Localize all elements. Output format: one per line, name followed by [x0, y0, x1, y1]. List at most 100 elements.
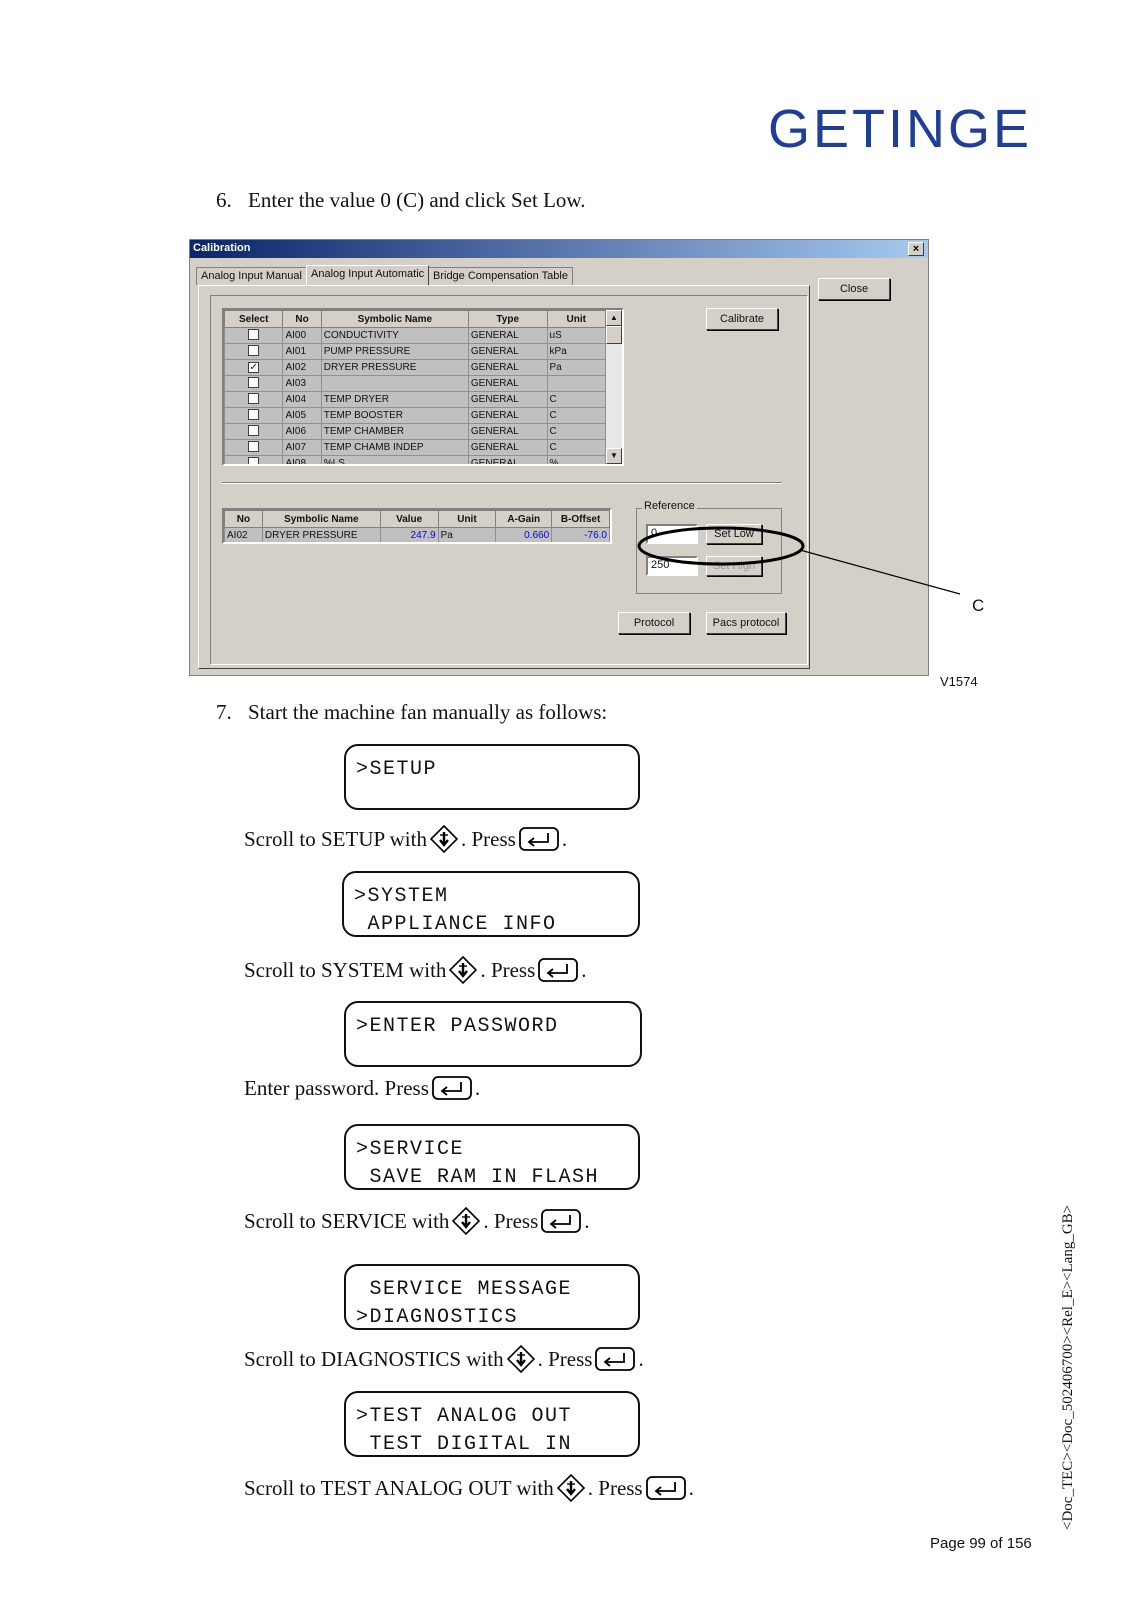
instr-text: . — [584, 1208, 590, 1233]
instr-text: . — [638, 1346, 644, 1371]
enter-key-icon — [541, 1209, 582, 1233]
lcd-line: TEST DIGITAL IN — [356, 1433, 573, 1456]
instr-text: . — [561, 826, 568, 851]
lcd-line: >TEST ANALOG OUT — [356, 1405, 573, 1428]
instr-text: . — [581, 957, 587, 982]
scroll-arrow-icon — [556, 1473, 585, 1503]
table-scrollbar[interactable]: ▲ ▼ — [606, 310, 622, 464]
scroll-thumb[interactable] — [606, 326, 622, 344]
separator — [222, 482, 782, 484]
cell-name: %LS — [320, 455, 469, 464]
step-7: 7. Start the machine fan manually as foll… — [216, 700, 607, 725]
col-symbolic-name[interactable]: Symbolic Name — [320, 310, 469, 328]
tab-bridge-compensation-table[interactable]: Bridge Compensation Table — [428, 267, 573, 285]
instruction-system: Scroll to SYSTEM with . Press . — [244, 955, 587, 985]
enter-key-icon — [538, 958, 579, 982]
cell-unit: % — [546, 455, 607, 464]
cell-name: DRYER PRESSURE — [261, 527, 381, 542]
cell-offset: -76.0 — [551, 527, 610, 542]
select-checkbox[interactable]: ✓ — [248, 362, 260, 373]
callout-overlay — [637, 526, 961, 595]
instr-text: Enter password. Press — [244, 1075, 429, 1100]
col-unit[interactable]: Unit — [546, 310, 607, 328]
lcd-line: >DIAGNOSTICS — [356, 1306, 519, 1329]
step-6-text: Enter the value 0 (C) and click Set Low. — [248, 188, 586, 212]
lcd-line: >ENTER PASSWORD — [356, 1015, 559, 1038]
select-checkbox[interactable] — [248, 376, 260, 388]
instr-text: . Press — [537, 1346, 593, 1371]
tab-analog-input-manual[interactable]: Analog Input Manual — [196, 267, 307, 285]
instruction-service: Scroll to SERVICE with . Press . — [244, 1206, 590, 1236]
lcd-line: >SETUP — [356, 758, 438, 781]
enter-key-icon — [645, 1476, 686, 1500]
reference-label: Reference — [642, 500, 697, 512]
lcd-display-test-analog: >TEST ANALOG OUT TEST DIGITAL IN — [344, 1391, 640, 1457]
instruction-test-analog: Scroll to TEST ANALOG OUT with . Press . — [244, 1473, 694, 1503]
instr-text: Scroll to DIAGNOSTICS with — [244, 1346, 504, 1371]
scroll-arrow-icon — [506, 1344, 535, 1374]
select-checkbox[interactable] — [248, 456, 260, 464]
instruction-diagnostics: Scroll to DIAGNOSTICS with . Press . — [244, 1344, 644, 1374]
table-row[interactable]: AI02 DRYER PRESSURE 247.9 Pa 0.660 -76.0 — [224, 527, 610, 542]
callout-ellipse — [637, 526, 805, 566]
instr-text: Scroll to SETUP with — [244, 826, 427, 851]
calibration-dialog: Calibration × Analog Input Manual Analog… — [189, 239, 929, 676]
instr-text: . Press — [460, 826, 516, 851]
instr-text: Scroll to TEST ANALOG OUT with — [244, 1475, 554, 1500]
page-number: Page 99 of 156 — [930, 1535, 1032, 1552]
lcd-line: >SERVICE — [356, 1138, 465, 1161]
cell-no: AI08 — [282, 455, 322, 464]
instr-text: . — [474, 1075, 481, 1100]
scroll-up-icon[interactable]: ▲ — [606, 310, 622, 326]
calibrate-button[interactable]: Calibrate — [706, 308, 778, 330]
inner-frame — [210, 295, 808, 665]
col-no[interactable]: No — [282, 310, 322, 328]
step-6-number: 6. — [216, 188, 232, 212]
instruction-password: Enter password. Press . — [244, 1075, 480, 1101]
close-button[interactable]: Close — [818, 278, 890, 300]
instr-text: Scroll to SERVICE with — [244, 1208, 450, 1233]
close-icon[interactable]: × — [908, 242, 924, 256]
select-checkbox[interactable] — [248, 392, 260, 404]
lcd-line: SERVICE MESSAGE — [356, 1278, 573, 1301]
select-checkbox[interactable] — [248, 440, 260, 452]
lcd-line: SAVE RAM IN FLASH — [356, 1166, 600, 1189]
tab-analog-input-automatic[interactable]: Analog Input Automatic — [306, 265, 430, 285]
enter-key-icon — [518, 827, 559, 851]
scroll-down-icon[interactable]: ▼ — [606, 448, 622, 464]
lcd-line: >SYSTEM — [354, 885, 449, 908]
col-a-gain[interactable]: A-Gain — [495, 510, 553, 528]
select-checkbox[interactable] — [248, 424, 260, 436]
enter-key-icon — [595, 1347, 636, 1371]
calibration-values-table: No Symbolic Name Value Unit A-Gain B-Off… — [222, 508, 612, 544]
pacs-protocol-button[interactable]: Pacs protocol — [706, 612, 786, 634]
lcd-display-setup: >SETUP — [344, 744, 640, 810]
lcd-display-password: >ENTER PASSWORD — [344, 1001, 642, 1067]
tab-panel — [198, 285, 810, 669]
scroll-arrow-icon — [449, 955, 478, 985]
protocol-button[interactable]: Protocol — [618, 612, 690, 634]
select-checkbox[interactable] — [248, 408, 260, 420]
lcd-display-service: >SERVICE SAVE RAM IN FLASH — [344, 1124, 640, 1190]
instruction-setup: Scroll to SETUP with . Press . — [244, 824, 567, 854]
step-7-text: Start the machine fan manually as follow… — [248, 700, 608, 724]
step-7-number: 7. — [216, 700, 232, 724]
col-select[interactable]: Select — [224, 310, 284, 328]
cell-select[interactable] — [224, 375, 284, 392]
figure-id: V1574 — [940, 674, 978, 689]
cell-value: 247.9 — [379, 527, 439, 542]
callout-leader-line — [799, 549, 961, 595]
select-checkbox[interactable] — [248, 328, 260, 340]
document-reference: <Doc_TEC><Doc_502406700><Rel_E><Lang_GB> — [1060, 1204, 1076, 1530]
calibration-grid: No Symbolic Name Value Unit A-Gain B-Off… — [224, 510, 610, 542]
instr-text: . Press — [483, 1208, 539, 1233]
select-checkbox[interactable] — [248, 344, 260, 356]
lcd-display-system: >SYSTEM APPLIANCE INFO — [342, 871, 640, 937]
lcd-line: APPLIANCE INFO — [354, 913, 557, 936]
